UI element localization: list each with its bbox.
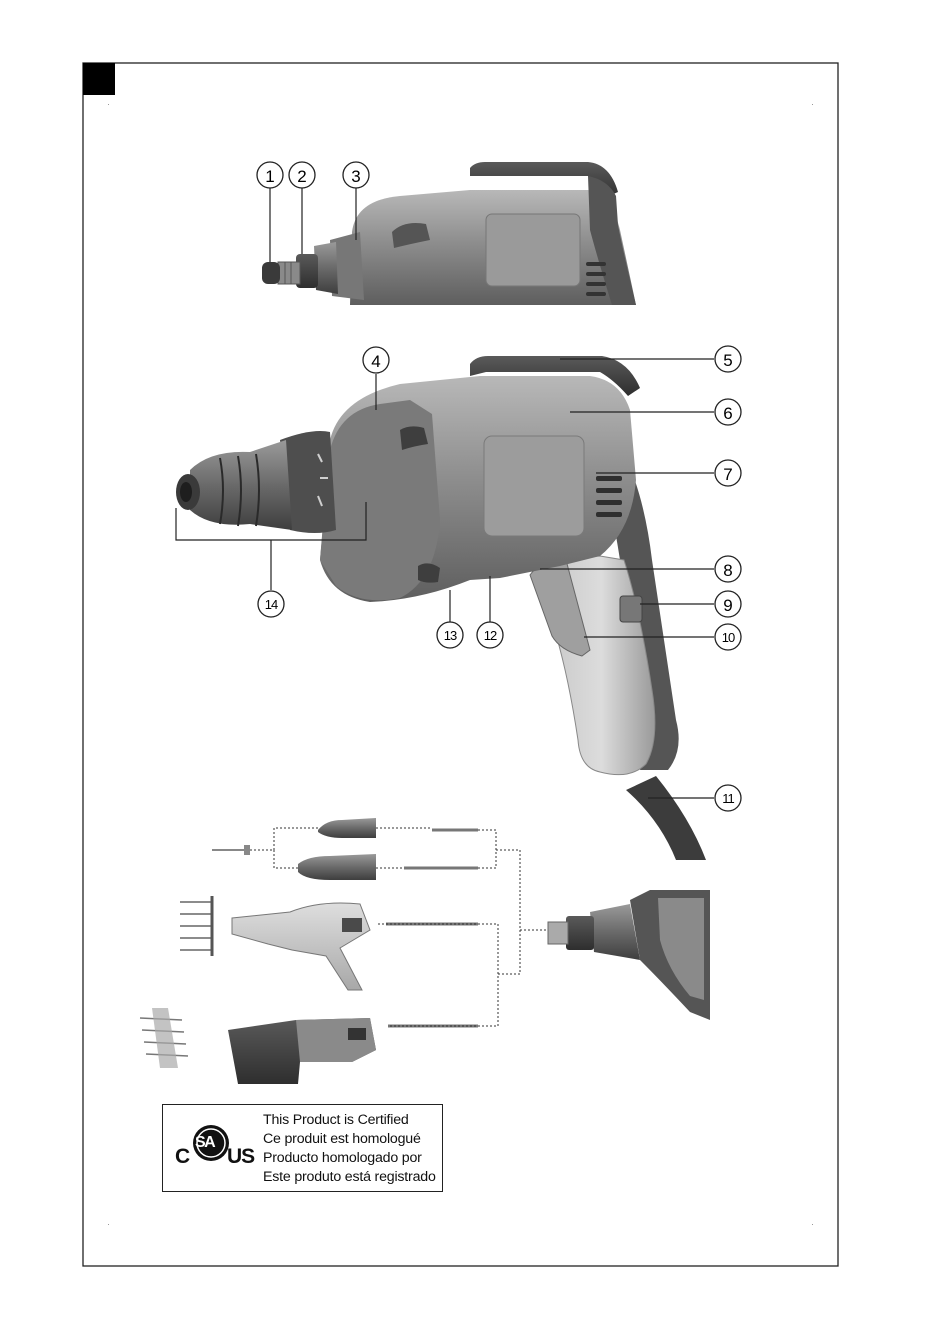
callout-1: 1: [257, 162, 283, 188]
callout-2-label: 2: [297, 167, 306, 186]
callout-7: 7: [715, 460, 741, 486]
callout-3: 3: [343, 162, 369, 188]
callout-4: 4: [363, 347, 389, 373]
callout-10-label: 10: [722, 630, 735, 645]
certification-box: C SA US This Product is Certified Ce pro…: [162, 1104, 443, 1192]
callout-5: 5: [715, 346, 741, 372]
callout-11: 11: [715, 785, 741, 811]
callout-12-label: 12: [484, 628, 497, 643]
csa-mark: C SA US: [171, 1119, 259, 1179]
callout-2: 2: [289, 162, 315, 188]
callout-8-label: 8: [723, 561, 732, 580]
callout-3-label: 3: [351, 167, 360, 186]
page-corner-tab: [83, 63, 115, 95]
callout-14: 14: [258, 591, 284, 617]
drywall-screwdriver-main: [176, 356, 706, 860]
accessory-diagram: [140, 818, 710, 1084]
callout-5-label: 5: [723, 351, 732, 370]
certification-line-fr: Ce produit est homologué: [263, 1130, 436, 1149]
callout-8: 8: [715, 556, 741, 582]
callout-9-label: 9: [723, 596, 732, 615]
callout-12: 12: [477, 622, 503, 648]
certification-text: This Product is Certified Ce produit est…: [263, 1111, 436, 1187]
detail-view-chuck: [262, 162, 636, 305]
callout-13: 13: [437, 622, 463, 648]
callout-1-label: 1: [265, 167, 274, 186]
callout-9: 9: [715, 591, 741, 617]
callout-11-label: 11: [722, 791, 734, 806]
callout-7-label: 7: [723, 465, 732, 484]
csa-prefix: C: [175, 1145, 189, 1169]
callout-6: 6: [715, 399, 741, 425]
certification-line-es: Producto homologado por: [263, 1149, 436, 1168]
callout-13-label: 13: [444, 628, 457, 643]
callout-14-label: 14: [265, 597, 278, 612]
callout-10: 10: [715, 624, 741, 650]
csa-suffix: US: [227, 1145, 254, 1169]
callout-4-label: 4: [371, 352, 380, 371]
callout-6-label: 6: [723, 404, 732, 423]
certification-line-pt: Este produto está registrado: [263, 1168, 436, 1187]
csa-logo-text: SA: [195, 1134, 214, 1152]
certification-line-en: This Product is Certified: [263, 1111, 436, 1130]
